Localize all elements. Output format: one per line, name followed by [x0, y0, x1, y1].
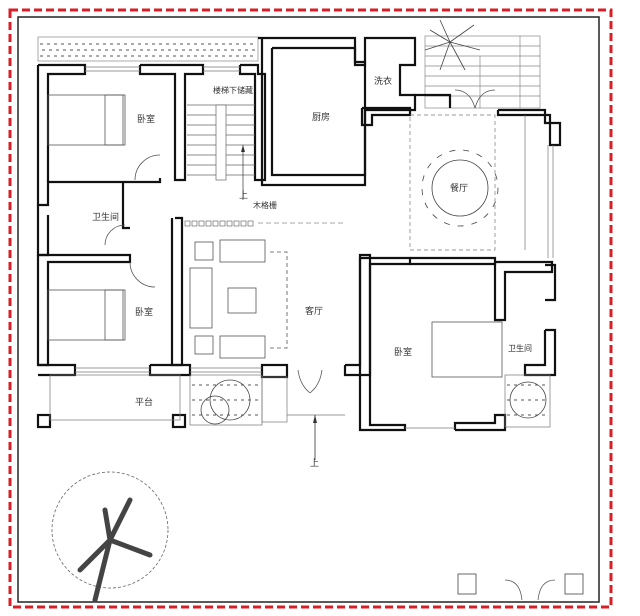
- site-line: [17, 16, 600, 603]
- room-label-stair-storage: 楼梯下储藏: [213, 86, 253, 95]
- palm-tree-icon: [424, 19, 481, 71]
- doors: [104, 89, 556, 601]
- room-label-bathroom-e: 卫生间: [508, 344, 532, 353]
- wood-grille: [184, 220, 345, 227]
- walls: [36, 36, 562, 432]
- beds: [47, 94, 503, 378]
- dining-table: [421, 149, 499, 227]
- room-label-bedroom-nw: 卧室: [137, 115, 156, 125]
- staircase: [187, 104, 255, 200]
- room-label-bedroom-se: 卧室: [394, 348, 413, 358]
- room-label-laundry: 洗衣: [374, 77, 393, 87]
- label-wood-grille: 木格栅: [253, 201, 277, 210]
- room-label-terrace: 平台: [135, 398, 154, 408]
- sofa-set: [189, 239, 288, 359]
- tree-icon: [51, 471, 169, 603]
- room-label-kitchen: 厨房: [312, 113, 331, 123]
- room-label-living: 客厅: [305, 307, 324, 317]
- entry-up-label: 上: [310, 459, 320, 469]
- room-label-dining: 餐厅: [450, 184, 469, 194]
- stair-up-label: 上: [239, 191, 249, 201]
- wood-deck: [424, 35, 541, 109]
- property-boundary: [8, 8, 613, 609]
- room-label-bedroom-sw: 卧室: [135, 308, 154, 318]
- room-label-bathroom-w: 卫生间: [92, 213, 120, 223]
